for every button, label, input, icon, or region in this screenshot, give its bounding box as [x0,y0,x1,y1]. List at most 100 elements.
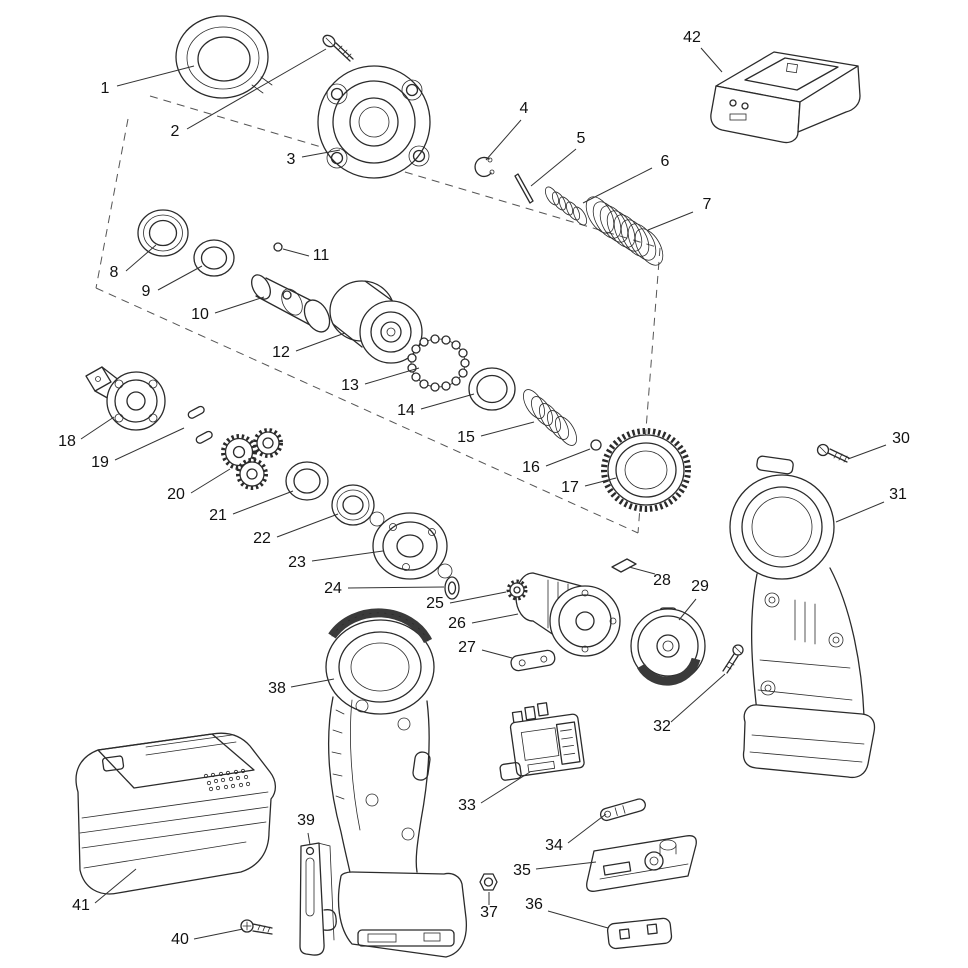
part-22-bearing [331,484,375,526]
part-33-switch [499,702,585,781]
part-label-19: 19 [91,454,109,471]
leader-line-16 [545,448,591,467]
leader-line-30 [847,444,887,460]
part-label-35: 35 [513,862,531,879]
leader-line-3 [301,149,341,158]
part-label-12: 12 [272,344,290,361]
part-label-15: 15 [457,429,475,446]
part-label-25: 25 [426,595,444,612]
part-label-38: 38 [268,680,286,697]
part-label-42: 42 [683,29,701,46]
part-label-4: 4 [520,100,529,117]
part-label-23: 23 [288,554,306,571]
part-5-pin [514,173,534,204]
leader-line-24 [347,586,445,589]
part-11-ball [273,242,283,252]
leader-line-6 [582,167,653,204]
leader-line-17 [584,477,617,487]
part-40-screw [240,919,273,935]
leader-line-10 [214,296,265,314]
part-18-output-flange [85,366,166,431]
part-label-31: 31 [889,486,907,503]
leader-line-32 [670,673,726,723]
leader-line-25 [449,591,507,604]
part-2-screw [322,34,354,62]
part-label-39: 39 [297,812,315,829]
part-26-motor [515,572,621,657]
part-label-3: 3 [287,151,296,168]
leader-line-7 [647,211,694,231]
leader-line-28 [628,566,656,575]
leader-line-13 [364,367,420,385]
part-13-ball-bearing-ring [407,334,470,392]
leader-line-35 [535,861,597,870]
part-10-anvil-shaft [251,274,331,333]
leader-line-18 [80,416,115,440]
leader-line-27 [481,649,513,659]
part-label-21: 21 [209,507,227,524]
leader-line-4 [485,119,522,161]
part-15-spring [523,389,577,446]
part-label-22: 22 [253,530,271,547]
part-label-28: 28 [653,572,671,589]
leader-line-21 [232,490,294,515]
part-label-5: 5 [577,130,586,147]
part-39-belt-clip [299,842,337,956]
leader-line-26 [471,613,519,624]
leader-line-8 [125,244,157,272]
leader-line-2 [186,48,327,130]
part-label-6: 6 [661,153,670,170]
part-42-charger [710,51,861,144]
leader-line-15 [480,421,535,437]
leader-line-9 [157,265,203,291]
part-4-retaining-ring [474,156,495,178]
leader-line-14 [420,393,475,410]
part-31-housing-right [729,455,876,779]
part-37-nut [479,873,498,891]
part-27-mount [510,649,556,672]
part-14-washer [468,367,516,411]
part-9-washer [193,239,235,277]
leader-line-31 [835,501,885,523]
part-label-41: 41 [72,897,90,914]
part-16-ball [590,439,602,451]
part-label-33: 33 [458,797,476,814]
part-label-40: 40 [171,931,189,948]
part-label-14: 14 [397,402,415,419]
part-1-front-cover-ring [175,15,273,99]
part-label-13: 13 [341,377,359,394]
leader-line-22 [276,513,339,538]
part-30-screw [816,443,850,463]
leader-line-20 [190,468,231,494]
part-label-9: 9 [142,283,151,300]
part-36-bracket [606,917,673,950]
part-label-32: 32 [653,718,671,735]
part-label-8: 8 [110,264,119,281]
part-29-end-cap [630,607,706,686]
leader-line-33 [480,771,531,804]
part-label-10: 10 [191,306,209,323]
part-3-hammer-case [317,65,431,179]
leader-line-19 [114,427,185,461]
part-32-screw [722,644,744,674]
part-21-washer [285,461,329,501]
part-label-36: 36 [525,896,543,913]
part-6-spring [544,186,588,226]
leader-line-41 [94,868,137,904]
leader-line-5 [530,148,577,187]
part-12-hammer [329,280,423,364]
part-label-30: 30 [892,430,910,447]
part-label-27: 27 [458,639,476,656]
part-label-1: 1 [101,80,110,97]
part-label-16: 16 [522,459,540,476]
part-label-24: 24 [324,580,342,597]
leader-line-42 [700,47,723,73]
part-label-34: 34 [545,837,563,854]
part-label-26: 26 [448,615,466,632]
part-label-29: 29 [691,578,709,595]
part-38-housing-left [325,608,468,958]
part-19-pins [187,405,213,444]
part-label-11: 11 [313,247,330,264]
